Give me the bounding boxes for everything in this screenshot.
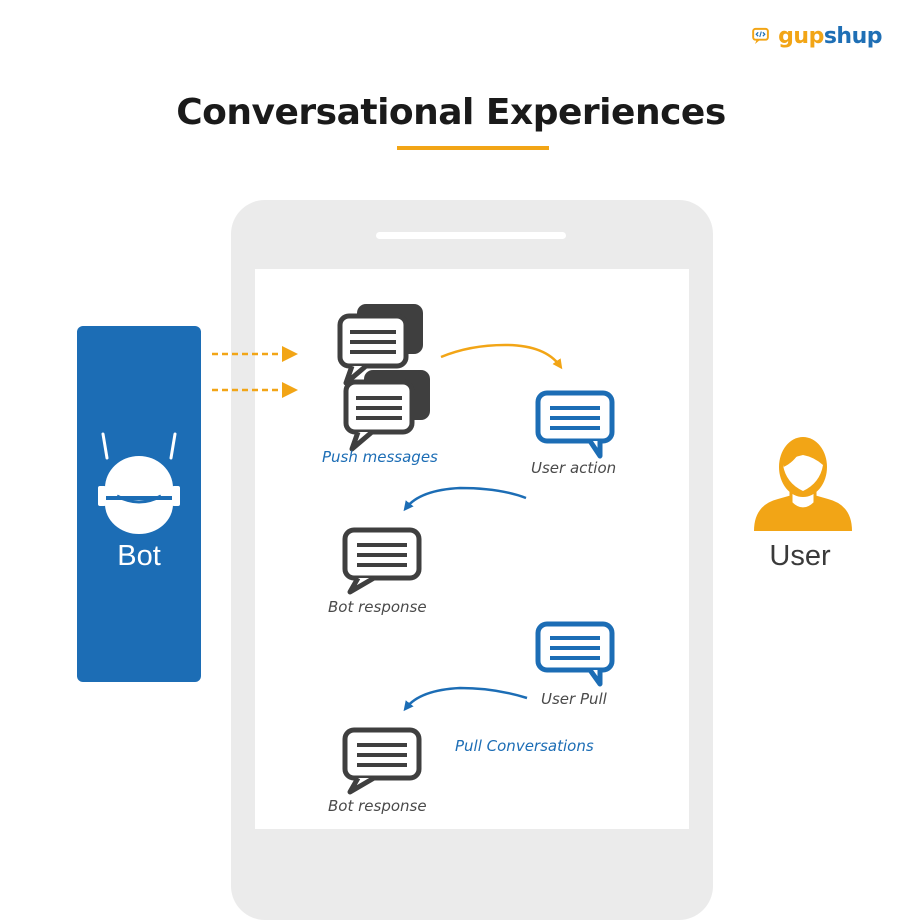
push-messages-label: Push messages [322, 448, 438, 466]
bot-response-bubble-1 [342, 527, 422, 595]
title-underline [397, 146, 549, 150]
phone-speaker [376, 232, 566, 239]
bot-panel [77, 326, 201, 682]
push-to-user-action-arrow [440, 343, 563, 370]
brand-word-part2: shup [823, 24, 883, 49]
user-pull-label: User Pull [541, 690, 607, 708]
brand-word-part1: gup [778, 24, 824, 49]
user-action-label: User action [531, 459, 617, 477]
user-label: User [769, 540, 831, 572]
brand-wordmark: gupshup [778, 26, 882, 48]
bot-response-bubble-2 [342, 727, 422, 795]
pull-conversations-label: Pull Conversations [455, 737, 594, 755]
push-arrow-2 [212, 382, 298, 398]
phone-screen [255, 269, 689, 829]
user-pull-to-bot-response-arrow [403, 686, 528, 712]
user-action-bubble [535, 390, 615, 459]
page-title: Conversational Experiences [176, 92, 726, 133]
user-action-to-bot-response-arrow [403, 486, 527, 512]
user-avatar-icon [754, 437, 852, 531]
brand-logo: gupshup [752, 24, 883, 50]
user-pull-bubble [535, 621, 615, 687]
bot-response-label-1: Bot response [328, 598, 427, 616]
code-chat-icon [752, 27, 769, 44]
bot-response-label-2: Bot response [328, 797, 427, 815]
robot-head-icon [98, 432, 180, 534]
bot-label: Bot [117, 540, 161, 572]
push-arrow-1 [212, 346, 298, 362]
push-message-bubble-1 [337, 304, 423, 386]
push-message-bubble-2 [343, 370, 430, 452]
